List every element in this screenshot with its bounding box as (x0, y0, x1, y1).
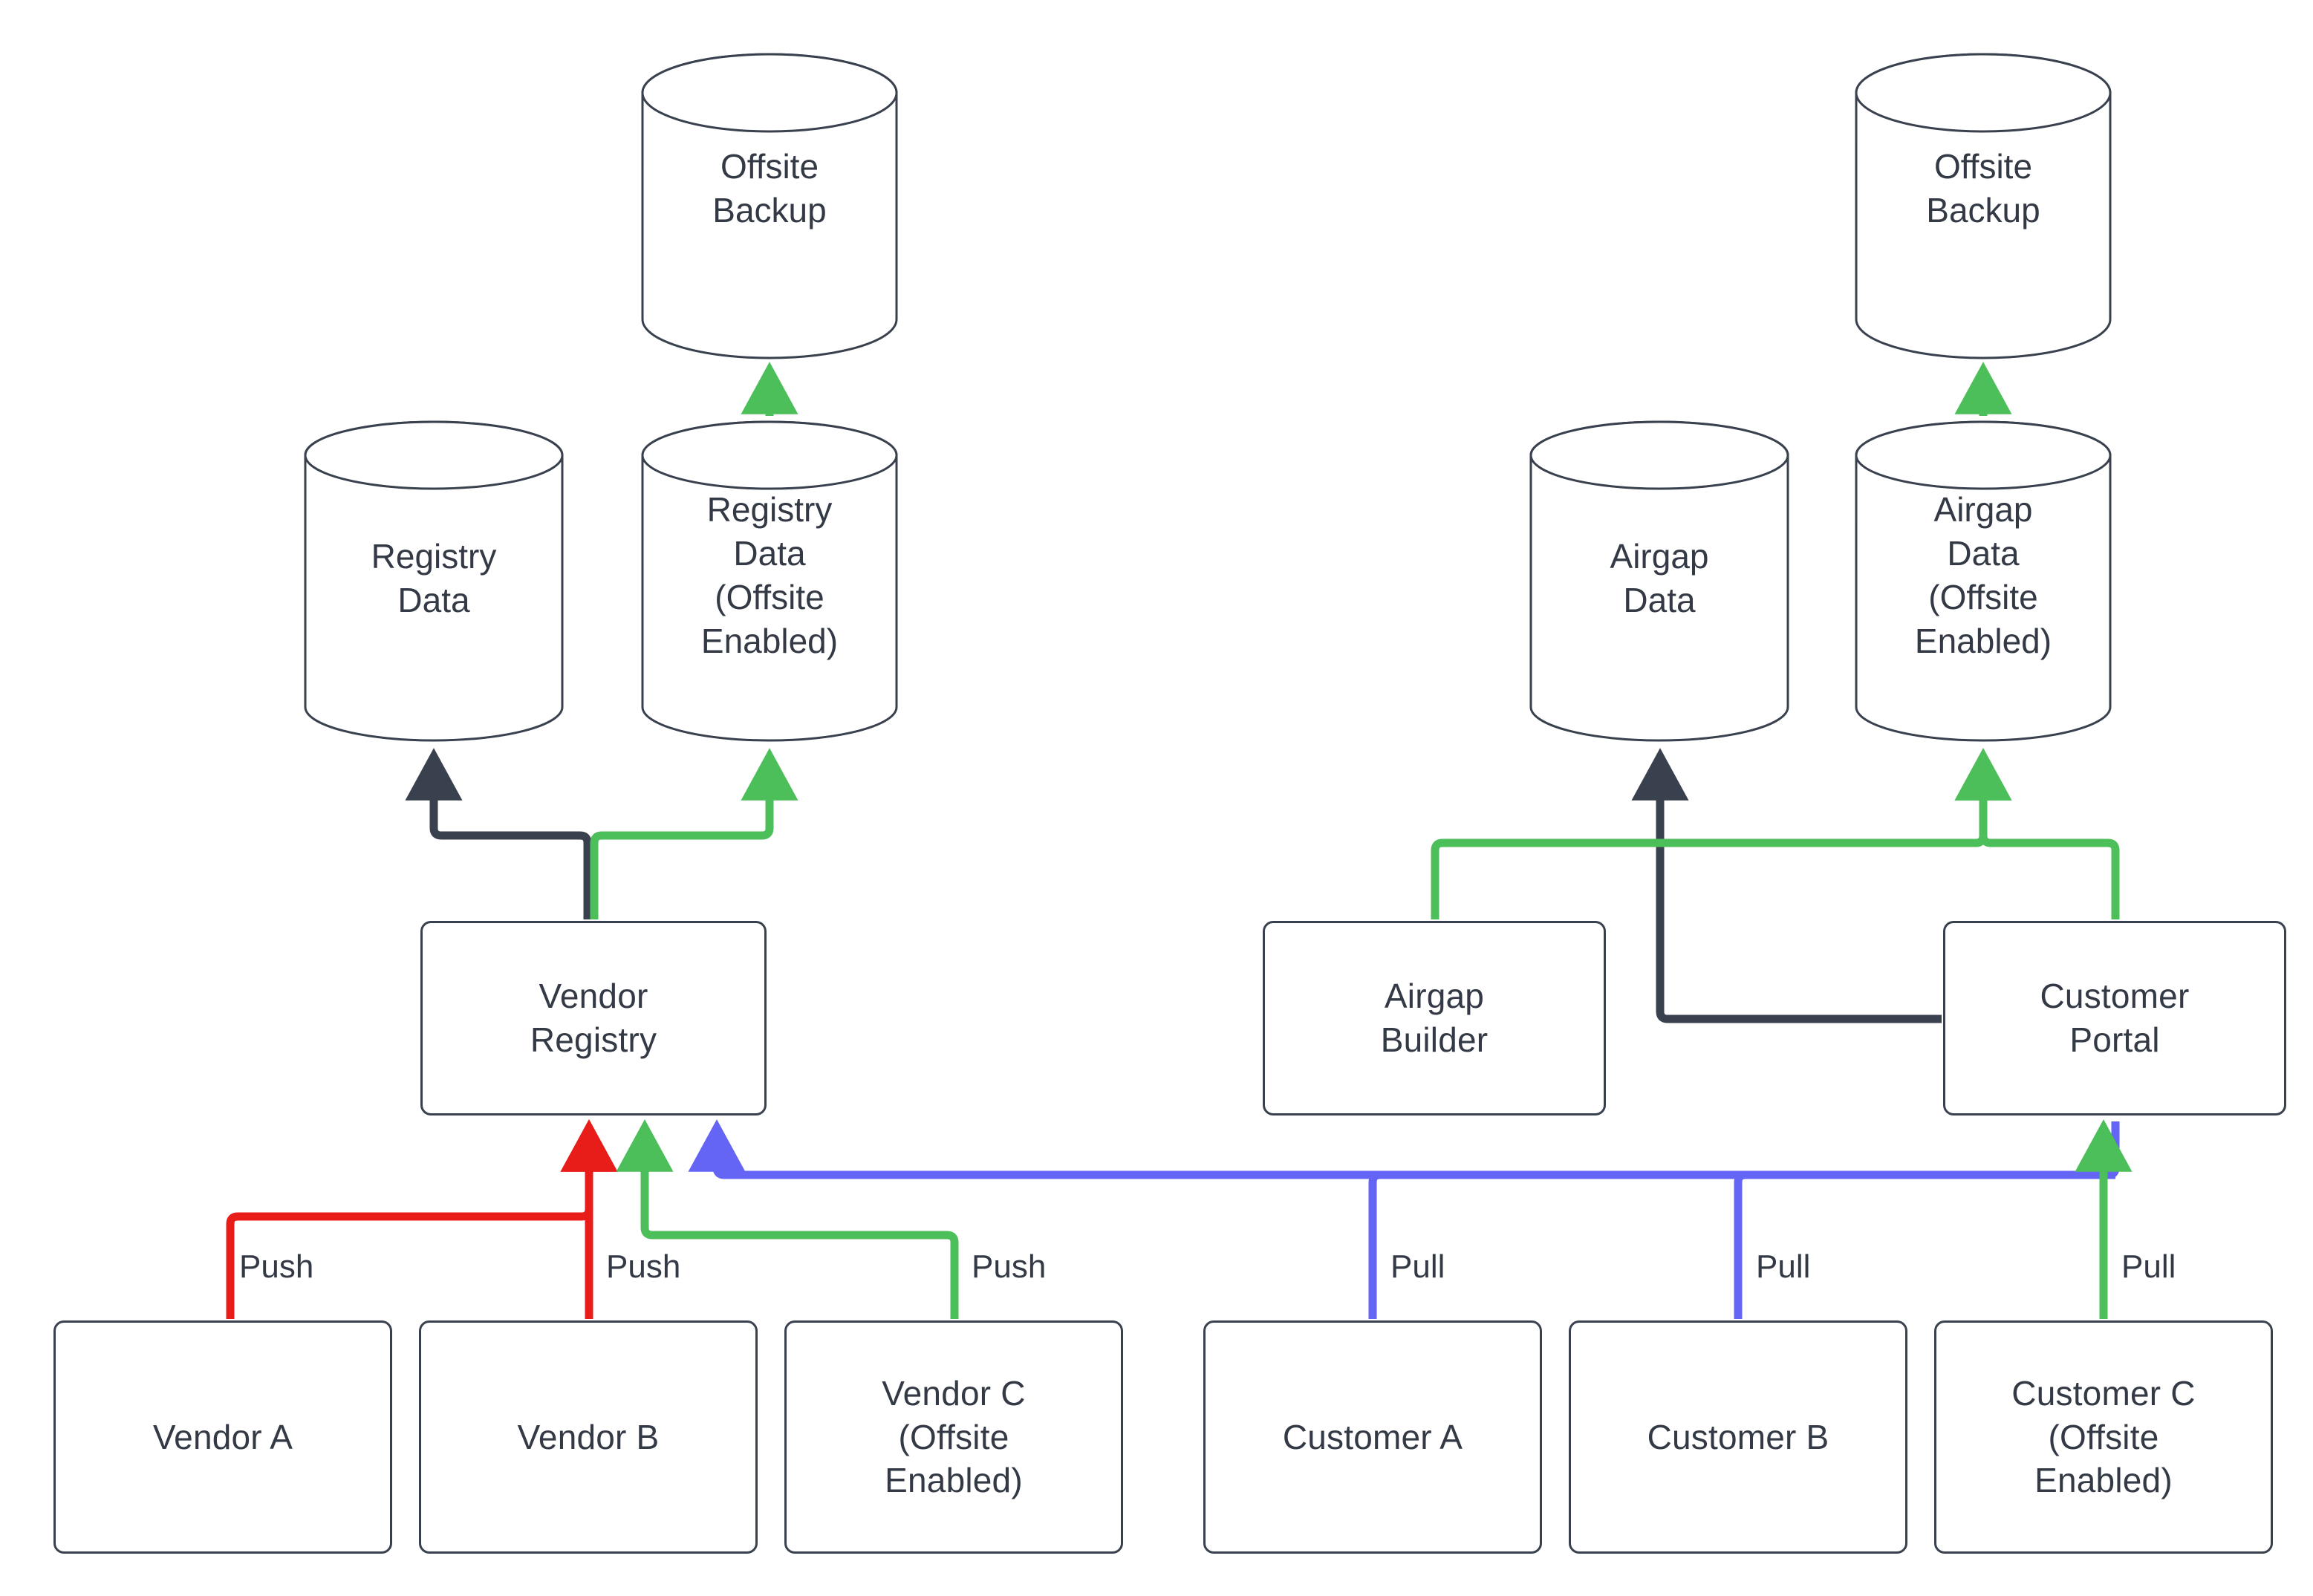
edge-pull-trunk-to-vendor-registry (688, 1119, 2115, 1179)
node-customer-portal[interactable]: Customer Portal (1943, 921, 2286, 1115)
node-vendor-registry[interactable]: Vendor Registry (420, 921, 767, 1115)
node-label: Customer B (1647, 1417, 1829, 1456)
cylinder-shape (1529, 420, 1789, 742)
node-customer-a[interactable]: Customer A (1203, 1320, 1542, 1554)
edge-label-customer-c-pull: Pull (2117, 1249, 2181, 1285)
node-airgap-data-offsite[interactable]: Airgap Data (Offsite Enabled) (1854, 420, 2112, 743)
node-customer-b[interactable]: Customer B (1569, 1320, 1907, 1554)
node-airgap-data[interactable]: Airgap Data (1529, 420, 1790, 743)
edge-portal-to-airgap-data-offsite (1954, 748, 2120, 919)
edge-portal-to-airgap-data (1631, 748, 1942, 1023)
node-vendor-c[interactable]: Vendor C (Offsite Enabled) (784, 1320, 1123, 1554)
cylinder-shape (641, 53, 898, 359)
edge-label-vendor-a-push: Push (235, 1249, 319, 1285)
edge-vendor-a-to-registry (226, 1119, 618, 1319)
node-airgap-builder[interactable]: Airgap Builder (1263, 921, 1606, 1115)
node-offsite-backup-right[interactable]: Offsite Backup (1854, 52, 2112, 360)
node-label: Vendor C (Offsite Enabled) (882, 1373, 1026, 1500)
edge-customer-a-to-portal (1368, 1121, 2120, 1319)
node-registry-data-offsite[interactable]: Registry Data (Offsite Enabled) (640, 420, 899, 743)
node-customer-c[interactable]: Customer C (Offsite Enabled) (1934, 1320, 2273, 1554)
node-label: Customer A (1282, 1417, 1463, 1456)
edge-builder-to-airgap-data-offsite (1431, 748, 2012, 919)
node-label: Airgap Builder (1380, 977, 1489, 1059)
edge-registry-to-registry-data (405, 748, 592, 919)
cylinder-shape (1855, 420, 2112, 742)
node-offsite-backup-left[interactable]: Offsite Backup (640, 52, 899, 360)
edge-customer-b-to-portal (1734, 1121, 2120, 1319)
node-label: Vendor Registry (530, 977, 657, 1059)
node-label: Vendor B (517, 1417, 660, 1456)
node-label: Customer Portal (2040, 977, 2190, 1059)
edge-registry-to-registry-data-offsite (590, 748, 798, 919)
node-label: Customer C (Offsite Enabled) (2011, 1373, 2196, 1500)
edge-label-customer-b-pull: Pull (1751, 1249, 1815, 1285)
edge-label-vendor-c-push: Push (967, 1249, 1051, 1285)
node-registry-data[interactable]: Registry Data (303, 420, 565, 743)
edge-label-vendor-b-push: Push (602, 1249, 686, 1285)
cylinder-shape (641, 420, 898, 742)
edge-vendor-c-to-registry (616, 1119, 959, 1319)
cylinder-shape (1855, 53, 2112, 359)
node-vendor-a[interactable]: Vendor A (53, 1320, 392, 1554)
cylinder-shape (304, 420, 564, 742)
node-vendor-b[interactable]: Vendor B (419, 1320, 758, 1554)
node-label: Vendor A (152, 1417, 293, 1456)
edge-label-customer-a-pull: Pull (1386, 1249, 1450, 1285)
